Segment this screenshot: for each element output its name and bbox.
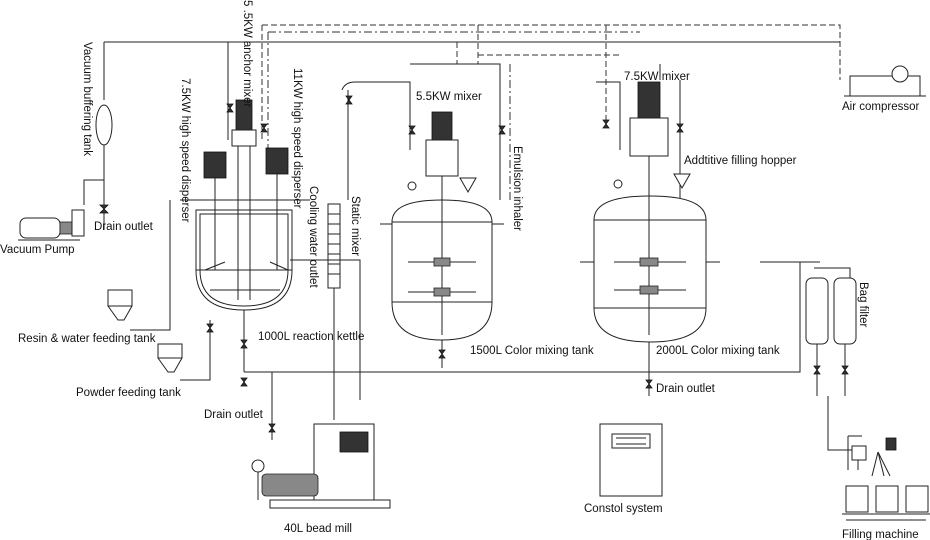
drain-outlet-label-3: Drain outlet <box>656 383 716 395</box>
mixer-55-label: 5.5KW mixer <box>416 91 482 103</box>
color-mixing-tank-1500-icon <box>380 111 504 368</box>
vacuum-buffering-tank <box>83 104 113 230</box>
color-tank-2000-label: 2000L Color mixing tank <box>656 345 780 357</box>
top-piping <box>103 24 841 210</box>
color-mixing-tank-2000-icon <box>580 81 720 396</box>
drain-outlet-label-2: Drain outlet <box>204 409 264 421</box>
bottom-piping <box>130 200 820 440</box>
bead-mill-label: 40L bead mill <box>284 523 352 535</box>
bag-filter-icon <box>805 267 859 470</box>
static-mixer-label: Static mixer <box>349 196 361 256</box>
color-tank-1500-label: 1500L Color mixing tank <box>470 345 594 357</box>
reaction-kettle-icon <box>180 99 310 372</box>
powder-feeding-tank-icon <box>157 343 183 373</box>
filling-machine-icon <box>842 435 930 521</box>
valve-markers <box>206 95 849 433</box>
filling-machine-label: Filling machine <box>842 529 919 540</box>
mixer-75-label: 7.5KW mixer <box>624 71 690 83</box>
high-speed-disperser-11-label: 11KW high speed disperser <box>291 68 303 209</box>
bead-mill-icon <box>251 423 391 509</box>
resin-water-tank-label: Resin & water feeding tank <box>18 333 156 345</box>
air-compressor-icon <box>844 65 926 97</box>
vacuum-buffering-tank-label: Vacuum buffering tank <box>81 42 93 156</box>
control-system-label: Constol system <box>584 503 663 515</box>
emulsion-inhaler-label: Emulsion inhaler <box>511 146 523 231</box>
resin-water-tank-icon <box>107 289 133 321</box>
control-system-icon <box>599 423 663 497</box>
air-compressor-label: Air compressor <box>842 101 919 113</box>
drain-outlet-label-1: Drain outlet <box>94 221 154 233</box>
vacuum-pump-label: Vacuum Pump <box>0 244 75 256</box>
high-speed-disperser-75-label: 7.5KW high speed disperser <box>179 78 191 223</box>
powder-feeding-tank-label: Powder feeding tank <box>76 387 181 399</box>
static-mixer-icon <box>290 203 361 420</box>
anchor-mixer-label: 5 .5KW anchor mixer <box>241 0 253 108</box>
cooling-water-outlet-label: Cooling water outlet <box>307 186 319 288</box>
bag-filter-label: Bag filter <box>857 282 869 328</box>
reaction-kettle-label: 1000L reaction kettle <box>258 331 364 343</box>
vacuum-pump-icon <box>18 209 85 241</box>
additive-hopper-label: Addtitive filling hopper <box>684 155 797 167</box>
